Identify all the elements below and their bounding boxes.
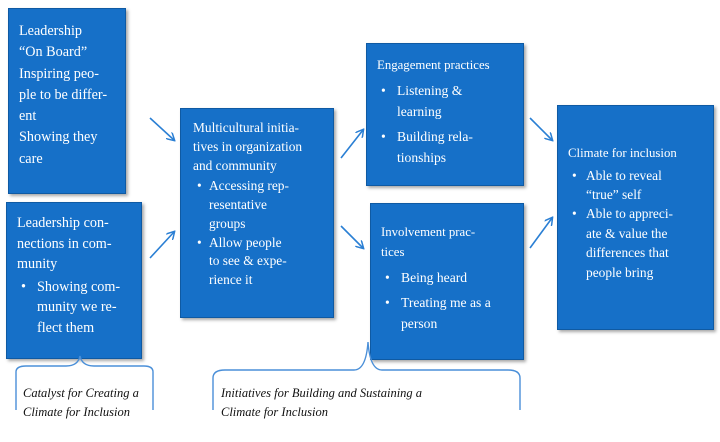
involvement-bullet-1: Being heard (381, 267, 517, 288)
multicultural-initiatives-box: Multicultural initia- tives in organizat… (180, 108, 334, 318)
leadership-connections-list: Showing com- munity we re- flect them (17, 277, 135, 339)
leadership-onboard-box: Leadership “On Board” Inspiring peo- ple… (8, 8, 126, 194)
arrow-leadership-to-multicultural (149, 117, 174, 140)
involvement-practices-box: Involvement prac- tices Being heard Trea… (370, 203, 524, 360)
engagement-practices-box: Engagement practices Listening & learnin… (366, 43, 524, 186)
climate-bullet-2: Able to appreci- ate & value the differe… (568, 204, 707, 282)
climate-for-inclusion-list: Able to reveal “true” self Able to appre… (568, 166, 707, 283)
arrow-connections-to-multicultural (149, 232, 174, 259)
involvement-practices-list: Being heard Treating me as a person (381, 267, 517, 334)
leadership-onboard-text: Leadership “On Board” Inspiring peo- ple… (19, 23, 108, 167)
arrow-multicultural-to-engagement (340, 130, 363, 159)
caption-initiatives: Initiatives for Building and Sustaining … (221, 386, 423, 420)
multicultural-initiatives-title: Multicultural initia- tives in organizat… (193, 120, 303, 173)
brace-catalyst (15, 355, 154, 410)
climate-for-inclusion-title: Climate for inclusion (568, 146, 677, 160)
brace-initiatives (212, 341, 521, 410)
climate-for-inclusion-box: Climate for inclusion Able to reveal “tr… (557, 105, 714, 330)
climate-bullet-1: Able to reveal “true” self (568, 166, 707, 205)
leadership-connections-bullet: Showing com- munity we re- flect them (17, 277, 135, 339)
involvement-bullet-2: Treating me as a person (381, 292, 517, 334)
leadership-connections-box: Leadership con- nections in com- munity … (6, 202, 142, 359)
leadership-connections-title: Leadership con- nections in com- munity (17, 215, 112, 273)
engagement-bullet-2: Building rela- tionships (377, 126, 517, 168)
engagement-practices-list: Listening & learning Building rela- tion… (377, 80, 517, 168)
arrow-multicultural-to-involvement (340, 225, 363, 248)
involvement-practices-title: Involvement prac- tices (381, 225, 476, 260)
caption-catalyst: Catalyst for Creating a Climate for Incl… (23, 386, 139, 420)
multicultural-initiatives-list: Accessing rep- resentative groups Allow … (193, 177, 327, 290)
arrow-involvement-to-climate (529, 218, 552, 249)
multicultural-bullet-1: Accessing rep- resentative groups (193, 177, 327, 233)
engagement-bullet-1: Listening & learning (377, 80, 517, 122)
engagement-practices-title: Engagement practices (377, 58, 490, 72)
multicultural-bullet-2: Allow people to see & expe- rience it (193, 234, 327, 290)
arrow-engagement-to-climate (529, 117, 552, 140)
